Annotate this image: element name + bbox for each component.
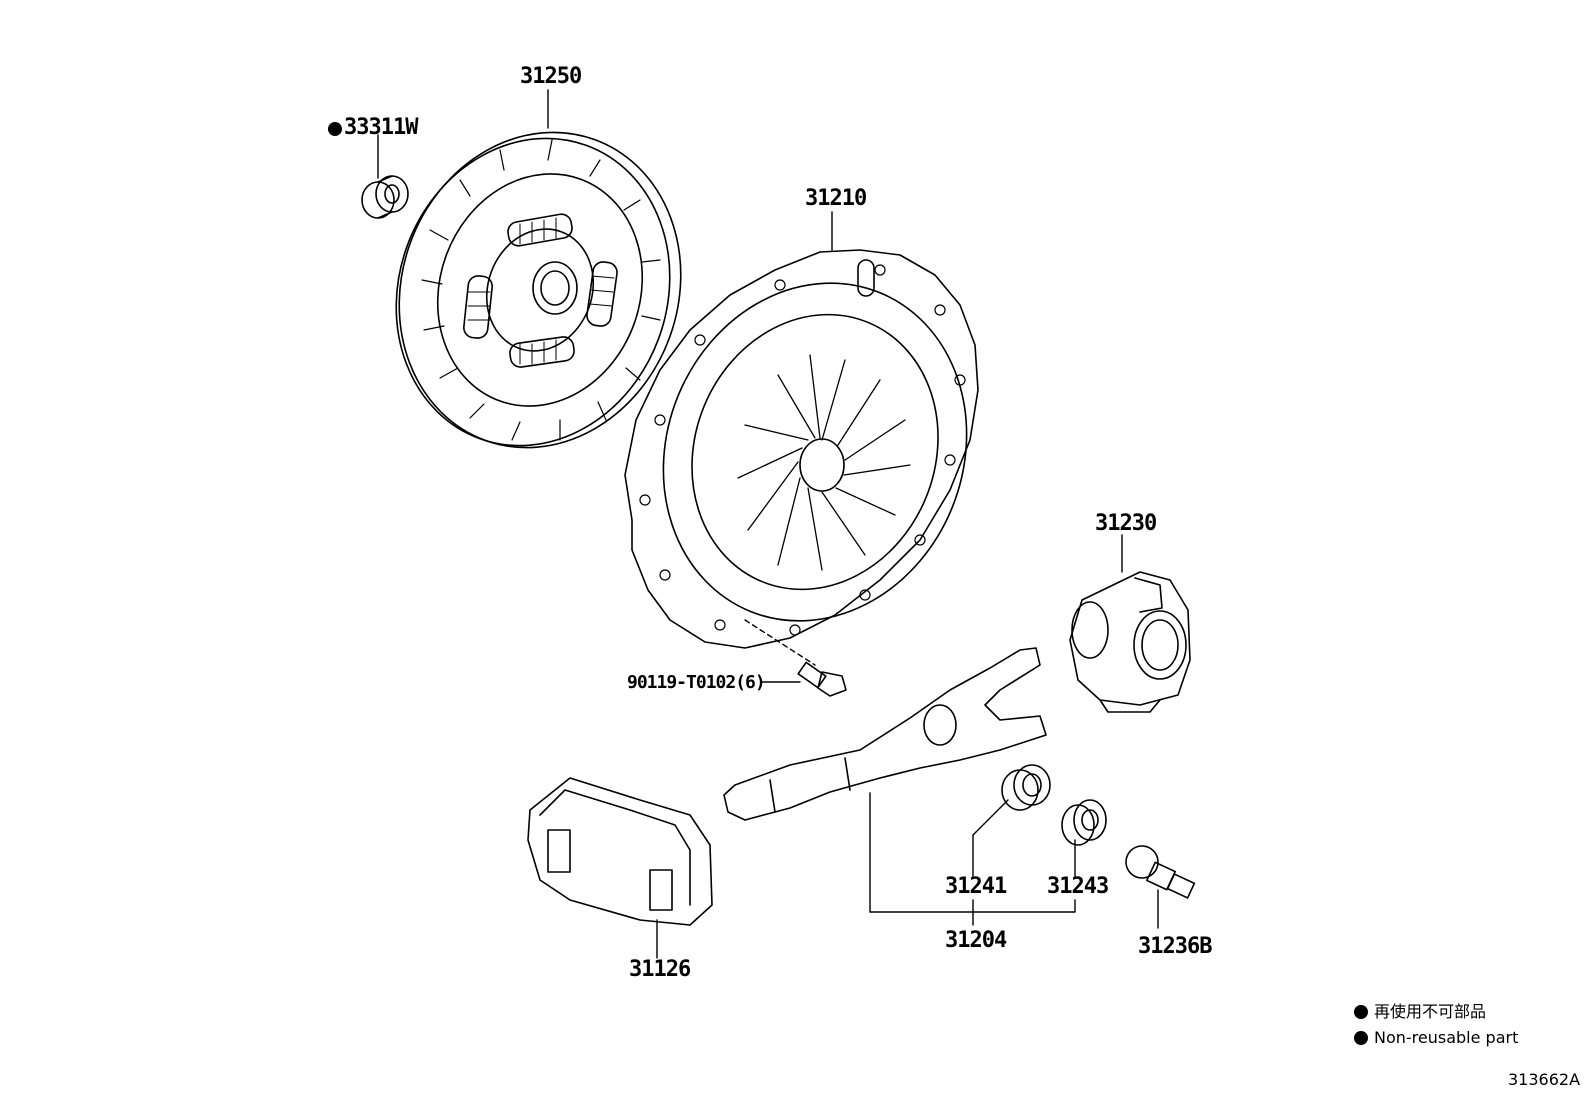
part-label-90119: 90119-T0102(6) bbox=[627, 672, 766, 693]
part-label-31210: 31210 bbox=[805, 186, 867, 211]
part-number-33311w: 33311W bbox=[344, 115, 418, 140]
part-label-31243: 31243 bbox=[1047, 874, 1109, 899]
part-label-31230: 31230 bbox=[1095, 511, 1157, 536]
filled-circle-icon bbox=[1354, 1031, 1368, 1045]
boot-31126 bbox=[527, 777, 713, 926]
release-bearing-31230 bbox=[1069, 571, 1191, 713]
legend-japanese-text: 再使用不可部品 bbox=[1374, 1002, 1487, 1021]
pilot-bearing-33311w bbox=[361, 175, 409, 219]
legend-english: Non-reusable part bbox=[1354, 1030, 1518, 1046]
legend-english-text: Non-reusable part bbox=[1374, 1028, 1519, 1047]
part-label-31250: 31250 bbox=[520, 64, 582, 89]
part-label-31204: 31204 bbox=[945, 928, 1007, 953]
part-label-31241: 31241 bbox=[945, 874, 1007, 899]
pivot-31236b bbox=[1125, 845, 1196, 899]
clutch-cover-31210 bbox=[624, 249, 979, 649]
bolt-90119 bbox=[797, 661, 847, 697]
part-label-31236b: 31236B bbox=[1138, 934, 1212, 959]
diagram-code: 313662A bbox=[1508, 1070, 1581, 1089]
part-label-31126: 31126 bbox=[629, 957, 691, 982]
legend-japanese: 再使用不可部品 bbox=[1354, 1004, 1486, 1020]
non-reusable-marker-icon bbox=[328, 122, 342, 136]
seal-31241 bbox=[1001, 764, 1051, 811]
part-label-33311w: 33311W bbox=[328, 115, 418, 140]
filled-circle-icon bbox=[1354, 1005, 1368, 1019]
clip-31243 bbox=[1061, 799, 1107, 846]
release-fork bbox=[723, 647, 1047, 821]
clutch-disc-31250 bbox=[395, 131, 682, 449]
leader-lines bbox=[377, 89, 1159, 959]
